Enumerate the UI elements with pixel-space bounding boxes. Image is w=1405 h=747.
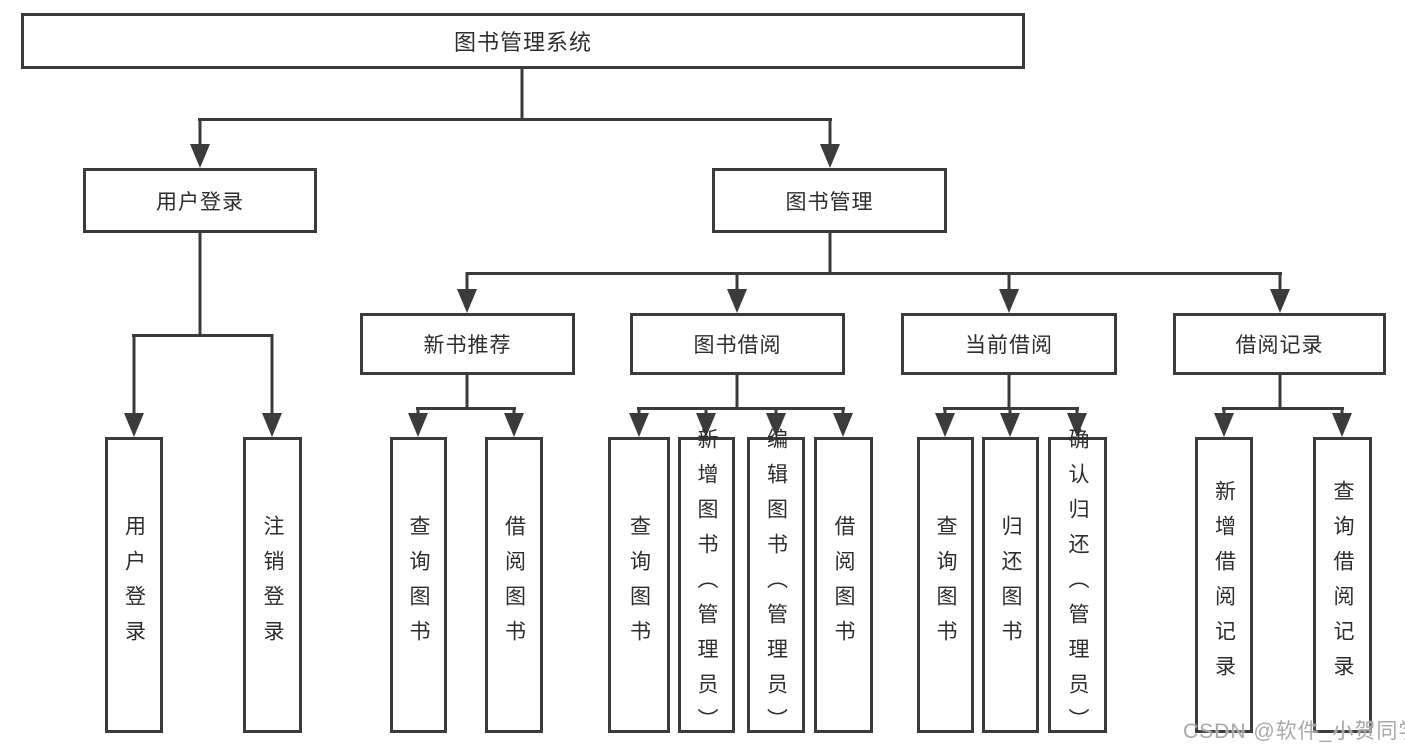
node-label: 注销登录 bbox=[261, 515, 284, 655]
connector-line bbox=[828, 118, 832, 144]
connector-line bbox=[735, 272, 739, 289]
leaf-query-books-recommend: 查询图书 bbox=[390, 437, 447, 733]
arrow-down-icon bbox=[1214, 413, 1234, 437]
node-book-management: 图书管理 bbox=[712, 168, 947, 233]
connector-line bbox=[704, 407, 708, 413]
leaf-user-login: 用户登录 bbox=[105, 437, 163, 733]
connector-line bbox=[1075, 407, 1079, 413]
connector-line bbox=[774, 407, 778, 413]
arrow-down-icon bbox=[1270, 289, 1290, 313]
leaf-edit-books-admin: 编辑图书（管理员） bbox=[747, 428, 805, 743]
node-label: 查询图书 bbox=[627, 515, 651, 655]
connector-line bbox=[270, 334, 274, 413]
node-label: 确认归还（管理员） bbox=[1066, 427, 1089, 743]
node-label: 用户登录 bbox=[122, 515, 146, 655]
leaf-query-borrow-record: 查询借阅记录 bbox=[1313, 437, 1372, 733]
node-label: 借阅图书 bbox=[502, 515, 526, 655]
connector-line bbox=[841, 407, 845, 413]
connector-line bbox=[466, 272, 1282, 275]
node-label: 查询图书 bbox=[407, 515, 430, 655]
leaf-query-books-borrow: 查询图书 bbox=[608, 437, 670, 733]
node-user-login: 用户登录 bbox=[83, 168, 317, 233]
node-label: 查询借阅记录 bbox=[1331, 480, 1354, 690]
arrow-down-icon bbox=[504, 413, 524, 437]
arrow-down-icon bbox=[124, 413, 144, 437]
node-new-book-recommend: 新书推荐 bbox=[360, 313, 575, 375]
arrow-down-icon bbox=[408, 413, 428, 437]
arrow-down-icon bbox=[935, 413, 955, 437]
arrow-down-icon bbox=[190, 144, 210, 168]
node-label: 编辑图书（管理员） bbox=[764, 427, 788, 743]
node-book-borrow: 图书借阅 bbox=[630, 313, 845, 375]
arrow-down-icon bbox=[1000, 413, 1020, 437]
connector-line bbox=[1340, 407, 1344, 413]
connector-line bbox=[198, 118, 832, 121]
connector-line bbox=[943, 407, 947, 413]
node-label: 归还图书 bbox=[999, 515, 1022, 655]
connector-line bbox=[198, 233, 202, 334]
leaf-borrow-books-recommend: 借阅图书 bbox=[485, 437, 543, 733]
connector-line bbox=[1222, 407, 1344, 410]
arrow-down-icon bbox=[999, 289, 1019, 313]
leaf-add-borrow-record: 新增借阅记录 bbox=[1195, 437, 1253, 733]
node-label: 借阅图书 bbox=[832, 515, 855, 655]
connector-line bbox=[1278, 272, 1282, 289]
leaf-query-books-current: 查询图书 bbox=[917, 437, 974, 733]
connector-line bbox=[637, 407, 641, 413]
arrow-down-icon bbox=[1332, 413, 1352, 437]
connector-line bbox=[828, 233, 832, 272]
connector-line bbox=[637, 407, 845, 410]
arrow-down-icon bbox=[1067, 413, 1087, 437]
arrow-down-icon bbox=[629, 413, 649, 437]
arrow-down-icon bbox=[262, 413, 282, 437]
csdn-watermark: CSDN @软件_小贺同学 bbox=[1183, 720, 1405, 743]
connector-line bbox=[132, 334, 136, 413]
node-borrow-records: 借阅记录 bbox=[1173, 313, 1386, 375]
connector-line bbox=[1008, 407, 1012, 413]
connector-line bbox=[465, 375, 469, 407]
node-label: 图书管理系统 bbox=[453, 30, 592, 55]
connector-line bbox=[198, 118, 202, 144]
node-label: 查询图书 bbox=[934, 515, 957, 655]
connector-line bbox=[512, 407, 516, 413]
node-label: 用户登录 bbox=[156, 190, 244, 214]
leaf-confirm-return-admin: 确认归还（管理员） bbox=[1048, 428, 1107, 743]
node-label: 当前借阅 bbox=[965, 334, 1053, 357]
leaf-logout: 注销登录 bbox=[243, 437, 302, 733]
connector-line bbox=[1278, 375, 1282, 407]
arrow-down-icon bbox=[457, 289, 477, 313]
arrow-down-icon bbox=[727, 289, 747, 313]
node-library-system: 图书管理系统 bbox=[21, 13, 1025, 69]
connector-line bbox=[1007, 272, 1011, 289]
connector-line bbox=[1222, 407, 1226, 413]
node-label: 新增借阅记录 bbox=[1212, 480, 1236, 690]
connector-line bbox=[520, 69, 524, 118]
leaf-return-books: 归还图书 bbox=[982, 437, 1039, 733]
connector-line bbox=[735, 375, 739, 407]
connector-line bbox=[416, 407, 420, 413]
leaf-add-books-admin: 新增图书（管理员） bbox=[678, 428, 735, 743]
leaf-borrow-books: 借阅图书 bbox=[814, 437, 873, 733]
node-label: 借阅记录 bbox=[1235, 334, 1324, 357]
node-label: 新书推荐 bbox=[423, 334, 512, 357]
node-label: 图书管理 bbox=[785, 190, 874, 214]
connector-line bbox=[416, 407, 516, 410]
arrow-down-icon bbox=[833, 413, 853, 437]
arrow-down-icon bbox=[696, 413, 716, 437]
connector-line bbox=[132, 334, 273, 337]
node-label: 图书借阅 bbox=[693, 334, 782, 357]
arrow-down-icon bbox=[820, 144, 840, 168]
connector-line bbox=[1007, 375, 1011, 407]
node-current-borrow: 当前借阅 bbox=[901, 313, 1117, 375]
arrow-down-icon bbox=[766, 413, 786, 437]
node-label: 新增图书（管理员） bbox=[695, 427, 718, 743]
connector-line bbox=[465, 272, 469, 289]
